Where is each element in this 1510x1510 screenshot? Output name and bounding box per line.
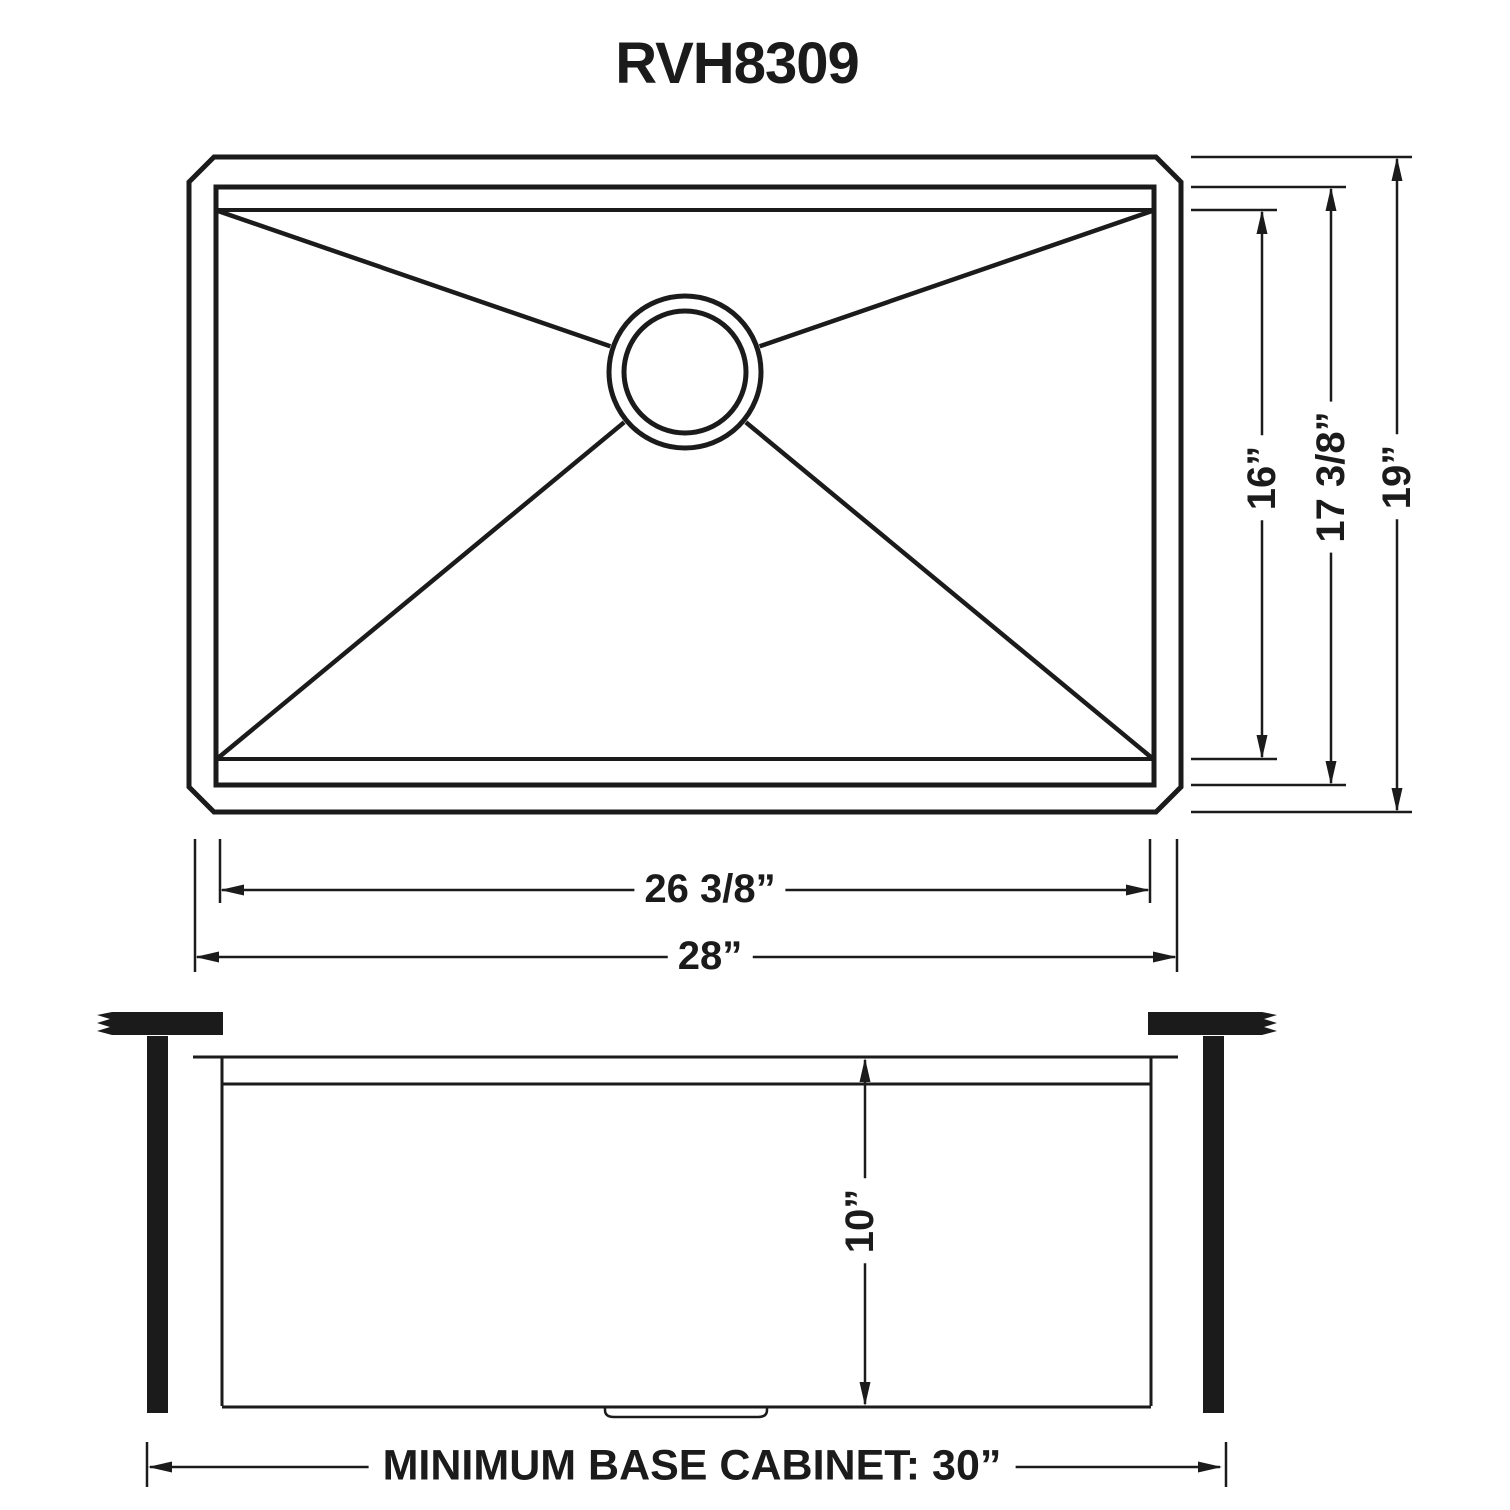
sink-side-view	[97, 1012, 1277, 1487]
cabinet-wall-left	[147, 1036, 168, 1413]
arrowheads	[1256, 157, 1403, 812]
product-model-title: RVH8309	[607, 33, 867, 95]
dim-label-outer-width: 28”	[667, 932, 753, 980]
dim-label-inner-width: 26 3/8”	[634, 865, 786, 913]
dim-label-bowl-depth: 10”	[836, 1178, 884, 1264]
drain-circle	[606, 293, 764, 451]
cabinet-wall-right	[1203, 1036, 1224, 1413]
dim-label-outer-front-back: 19”	[1373, 434, 1421, 520]
dim-label-inner-front-back: 17 3/8”	[1307, 401, 1355, 553]
countertop-right	[1148, 1012, 1277, 1035]
sink-outer-rim	[186, 154, 1184, 815]
arrowheads	[195, 884, 1177, 963]
countertop-left	[97, 1012, 223, 1035]
dim-label-basin-front-back: 16”	[1238, 435, 1286, 521]
drain-fitting	[603, 1407, 769, 1419]
basin-slope-diagonals	[216, 208, 1154, 760]
sink-inner-rim	[213, 184, 1157, 788]
sink-top-view	[186, 154, 1184, 815]
top-view-vertical-dimensions	[1191, 155, 1412, 814]
min-base-cabinet-label: MINIMUM BASE CABINET: 30”	[368, 1442, 1016, 1490]
